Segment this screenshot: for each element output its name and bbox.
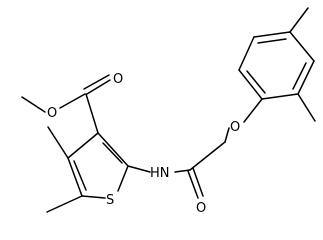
bond-a6-a1-inner <box>246 70 266 94</box>
bond-c3-c4 <box>67 132 99 159</box>
ether-o-label: O <box>230 120 240 135</box>
bond-a2-a3-inner <box>292 62 307 90</box>
ester-ether-o-label: O <box>47 106 57 121</box>
bond-ome <box>21 96 46 113</box>
bond-c4-c5 <box>67 157 83 197</box>
bond-co-double-a <box>86 79 111 95</box>
bond-a4-a5 <box>253 31 291 38</box>
bond-n-co <box>174 169 191 173</box>
ester-carbonyl-o-label: O <box>113 72 123 87</box>
bond-a5-a6 <box>238 36 255 71</box>
bond-c4-methyl <box>47 126 69 159</box>
bond-amide-double-a <box>187 170 199 199</box>
bond-o-co <box>59 93 86 109</box>
bond-co-ch2 <box>189 141 226 171</box>
bond-amide-double-b <box>192 167 204 197</box>
bond-a2-a3 <box>297 60 315 95</box>
amide-o-label: O <box>196 201 206 216</box>
thiophene-s-label: S <box>106 193 114 208</box>
bond-c4-c5-inner <box>73 160 87 191</box>
bond-a4-a5-inner <box>257 38 287 44</box>
molecule-drawing: O O S HN O O <box>21 7 316 216</box>
bond-c3-c2-outer <box>97 132 129 167</box>
bond-a6-a1 <box>238 69 263 100</box>
bond-aryl-methyl-ortho <box>297 93 316 122</box>
bond-ch2-o <box>224 127 230 143</box>
structure-canvas: O O S HN O O <box>21 7 316 216</box>
bond-c2-n <box>127 165 151 173</box>
bond-s-c2 <box>117 165 129 192</box>
bond-c3-c2-inner <box>102 142 123 164</box>
bond-aryl-methyl-para <box>289 7 309 33</box>
bond-c5-methyl <box>46 195 83 213</box>
bond-o-aryl <box>243 98 263 123</box>
bond-co-double-b <box>83 74 110 90</box>
amide-nh-label: HN <box>150 166 170 181</box>
bond-a1-a2 <box>261 93 299 100</box>
bond-ester-c3 <box>85 93 99 134</box>
bond-a3-a4 <box>289 31 315 62</box>
bond-c5-s <box>81 195 106 199</box>
